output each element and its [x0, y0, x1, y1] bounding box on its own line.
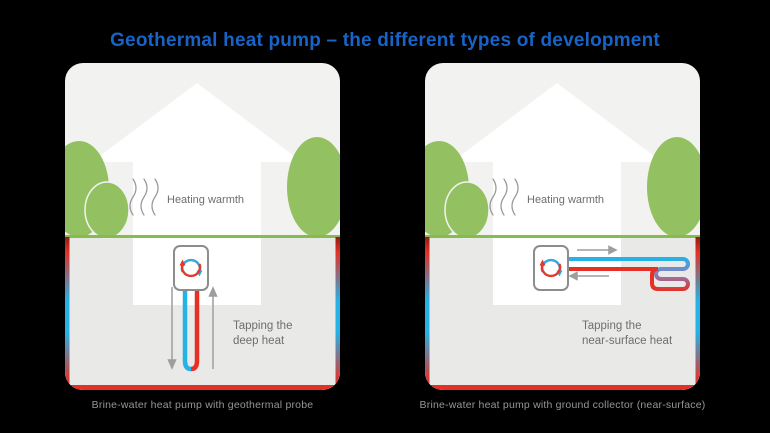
- panel-deep-heat: Heating warmth Tapping the deep heat: [65, 63, 340, 390]
- tapping-near-surface-label: Tapping the near-surface heat: [582, 320, 673, 347]
- panel-near-surface-heat: Heating warmth Tapping the near-surface …: [425, 63, 700, 390]
- heat-pump-box: [533, 245, 569, 291]
- house-roof: [452, 83, 662, 162]
- heat-pump-unit: [173, 245, 209, 291]
- card-gradient-border: [425, 237, 700, 390]
- ground-line: [65, 235, 340, 238]
- bush-icon: [287, 137, 340, 237]
- heat-pump-unit: [533, 245, 569, 291]
- heat-wave-icon: [489, 178, 519, 216]
- flow-arrows: [568, 245, 618, 281]
- down-arrow-head: [167, 359, 177, 370]
- refrigerant-cycle-icon: [539, 258, 563, 278]
- borehole-u-pipe-icon: [182, 291, 200, 372]
- caption-deep-heat: Brine-water heat pump with geothermal pr…: [91, 399, 314, 411]
- heat-pump-box: [173, 245, 209, 291]
- up-arrow-head: [208, 286, 218, 297]
- pipe-warm-leg: [190, 291, 200, 372]
- bush-icon: [444, 181, 490, 239]
- right-arrow-head: [608, 245, 618, 255]
- bushes: [425, 137, 700, 239]
- card-gradient-border: [65, 237, 340, 390]
- pipe-warm-run: [569, 267, 659, 291]
- near-surface-illustration: [425, 83, 700, 390]
- bushes: [65, 137, 340, 239]
- heating-warmth-label: Heating warmth: [167, 194, 245, 206]
- house-roof: [92, 83, 302, 162]
- refrigerant-cycle-icon: [179, 258, 203, 278]
- collector-serpentine: [654, 257, 690, 291]
- heating-warmth-label: Heating warmth: [527, 194, 605, 206]
- deep-heat-illustration: [65, 83, 340, 390]
- bush-icon: [84, 181, 130, 239]
- infographic-title: Geothermal heat pump – the different typ…: [110, 30, 660, 51]
- house: [452, 83, 662, 305]
- ground-collector-coil-icon: [569, 257, 690, 291]
- left-arrow-head: [568, 271, 578, 281]
- caption-near-surface: Brine-water heat pump with ground collec…: [419, 399, 706, 411]
- pipe-cold-leg: [182, 291, 192, 372]
- house: [92, 83, 302, 305]
- bush-icon: [647, 137, 700, 237]
- flow-arrows: [167, 286, 218, 370]
- heat-wave-icon: [129, 178, 159, 216]
- ground-line: [425, 235, 700, 238]
- tapping-deep-heat-label: Tapping the deep heat: [233, 320, 293, 347]
